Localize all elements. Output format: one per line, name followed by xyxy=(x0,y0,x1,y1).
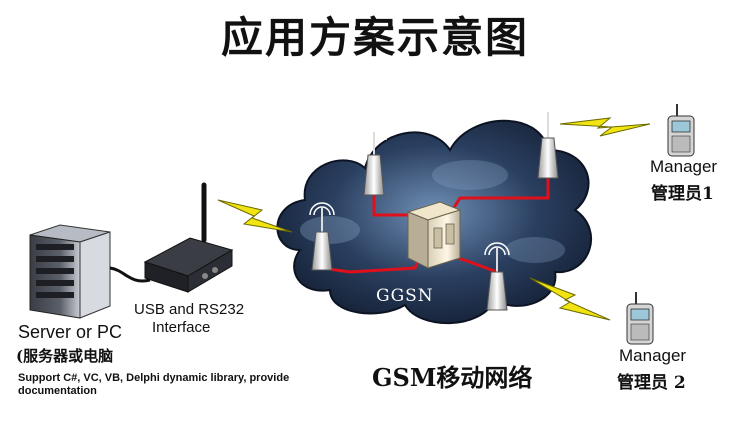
manager-1-label: Manager xyxy=(650,157,718,176)
cell-tower-3 xyxy=(309,202,335,271)
page-title: 应用方案示意图 xyxy=(220,13,529,62)
modem-label-line2: Interface xyxy=(152,319,211,336)
cell-tower-4 xyxy=(484,242,510,311)
manager-1-label-cn: 管理员1 xyxy=(651,184,714,204)
cell-tower-1 xyxy=(361,127,387,196)
usb-cable xyxy=(109,266,151,283)
mobile-phone-icon-2 xyxy=(626,292,654,345)
lightning-modem xyxy=(217,199,293,233)
gsm-network-label: GSM移动网络 xyxy=(372,363,533,392)
lightning-manager1 xyxy=(559,117,651,137)
manager-2-label-cn: 管理员 2 xyxy=(617,373,686,393)
modem-label-line1: USB and RS232 xyxy=(134,301,245,318)
gsm-modem-icon xyxy=(143,182,234,293)
ggsn-label: GGSN xyxy=(376,286,434,306)
mobile-phone-icon-1 xyxy=(667,104,695,157)
server-label-cn: (服务器或电脑 xyxy=(16,347,114,365)
server-pc-icon xyxy=(29,224,111,319)
server-label: Server or PC xyxy=(18,322,123,342)
manager-2-label: Manager xyxy=(619,346,687,365)
lightning-bolts xyxy=(217,117,651,321)
support-note: Support C#, VC, VB, Delphi dynamic libra… xyxy=(18,372,290,397)
lightning-manager2 xyxy=(529,277,611,321)
cell-tower-2 xyxy=(535,107,561,179)
ggsn-server-icon xyxy=(406,201,462,269)
